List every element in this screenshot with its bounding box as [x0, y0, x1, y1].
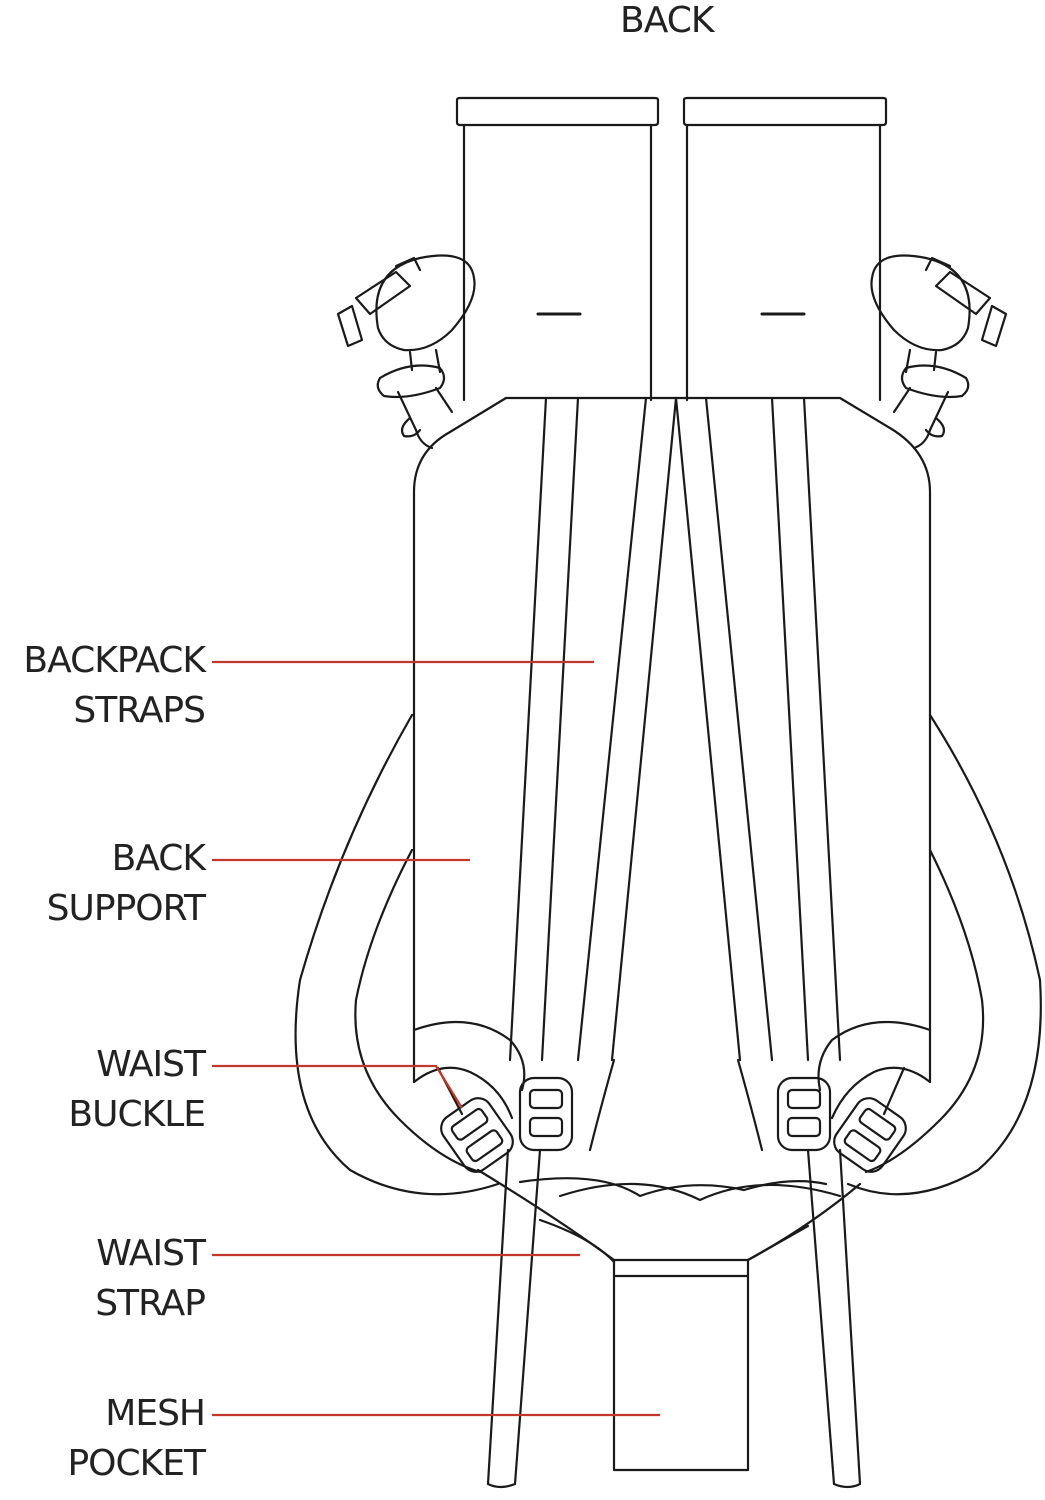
- right-tank: [682, 96, 888, 402]
- mesh-pocket-outline: [612, 1258, 750, 1472]
- back-support-panel: [412, 396, 932, 1084]
- label-backpack-straps: BACKPACK STRAPS: [23, 640, 206, 731]
- right-nozzle: [870, 254, 1008, 450]
- left-nozzle: [336, 254, 476, 450]
- leader-lines: [212, 660, 660, 1417]
- label-waist-buckle: WAIST BUCKLE: [68, 1044, 206, 1135]
- label-waist-strap: WAIST STRAP: [95, 1233, 206, 1324]
- label-mesh-pocket: MESH POCKET: [67, 1393, 206, 1484]
- right-shoulder-strap: [674, 396, 862, 1489]
- right-strap-adjuster: [776, 1076, 832, 1152]
- right-waist-buckle: [833, 1097, 907, 1173]
- left-shoulder-strap: [486, 396, 678, 1489]
- left-tank: [455, 96, 660, 402]
- left-strap-adjuster: [518, 1076, 574, 1152]
- label-back-support: BACK SUPPORT: [46, 838, 206, 929]
- left-waist-wing: [294, 713, 500, 1196]
- right-waist-wing: [846, 713, 1042, 1196]
- diagram-title: BACK: [620, 0, 714, 41]
- leader-waist-buckle: [212, 1064, 463, 1109]
